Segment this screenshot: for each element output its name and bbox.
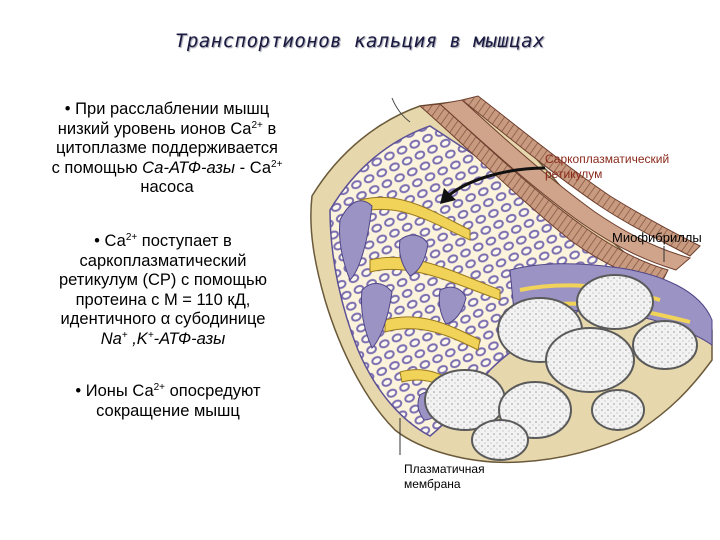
b3-line2: сокращение мышц — [18, 402, 318, 422]
label-myofibrils: Миофибриллы — [612, 230, 702, 245]
label-plasma-membrane: Плазматичная мембрана — [404, 462, 485, 492]
b2-line3: ретикулум (СР) с помощью — [18, 271, 308, 291]
b1-line2-tail: в — [263, 120, 276, 138]
b1-line4-tail: - Са — [235, 159, 271, 177]
b1-line2-sup: 2+ — [251, 120, 262, 131]
b1-line4-text: с помощью — [52, 159, 143, 177]
b1-line4-sup: 2+ — [271, 159, 282, 170]
bullet-relaxation: • При расслаблении мышц низкий уровень и… — [22, 100, 312, 198]
b1-line1: • При расслаблении мышц — [22, 100, 312, 120]
label-pm-line2: мембрана — [404, 477, 485, 492]
b3-line1-tail: опосредуют — [165, 382, 261, 400]
b2-line1: • Са2+ поступает в — [18, 232, 308, 252]
b2-line1-tail: поступает в — [137, 232, 232, 250]
b1-line5: насоса — [22, 178, 312, 198]
label-pm-line1: Плазматичная — [404, 462, 485, 477]
b1-line3: цитоплазме поддерживается — [22, 139, 312, 159]
label-sr-line2: ретикулум — [545, 167, 669, 182]
b3-line1-text: • Ионы Са — [75, 382, 153, 400]
b3-line1-sup: 2+ — [154, 382, 165, 393]
b2-line1-text: • Са — [94, 232, 126, 250]
b1-line4: с помощью Са-АТФ-азы - Са2+ — [22, 159, 312, 179]
label-sr-line1: Саркоплазматический — [545, 152, 669, 167]
bullet-contraction: • Ионы Са2+ опосредуют сокращение мышц — [18, 382, 318, 421]
b1-line2-text: низкий уровень ионов Ca — [58, 120, 252, 138]
b2-line6-tail: -АТФ-азы — [154, 330, 226, 348]
b3-line1: • Ионы Са2+ опосредуют — [18, 382, 318, 402]
b2-line2: саркоплазматический — [18, 252, 308, 272]
b1-line2: низкий уровень ионов Ca2+ в — [22, 120, 312, 140]
b2-line1-sup: 2+ — [126, 232, 137, 243]
label-sarcoplasmic-reticulum: Саркоплазматический ретикулум — [545, 152, 669, 182]
b1-line4-italic: Са-АТФ-азы — [142, 159, 235, 177]
b2-line6-k: ,K — [128, 330, 148, 348]
b2-line6-na: Na — [101, 330, 122, 348]
bullet-ca-entry: • Са2+ поступает в саркоплазматический р… — [18, 232, 308, 349]
b2-line6: Na+ ,K+-АТФ-азы — [18, 330, 308, 350]
b2-line4: протеина с М = 110 кД, — [18, 291, 308, 311]
b2-line5: идентичного α субодинице — [18, 310, 308, 330]
